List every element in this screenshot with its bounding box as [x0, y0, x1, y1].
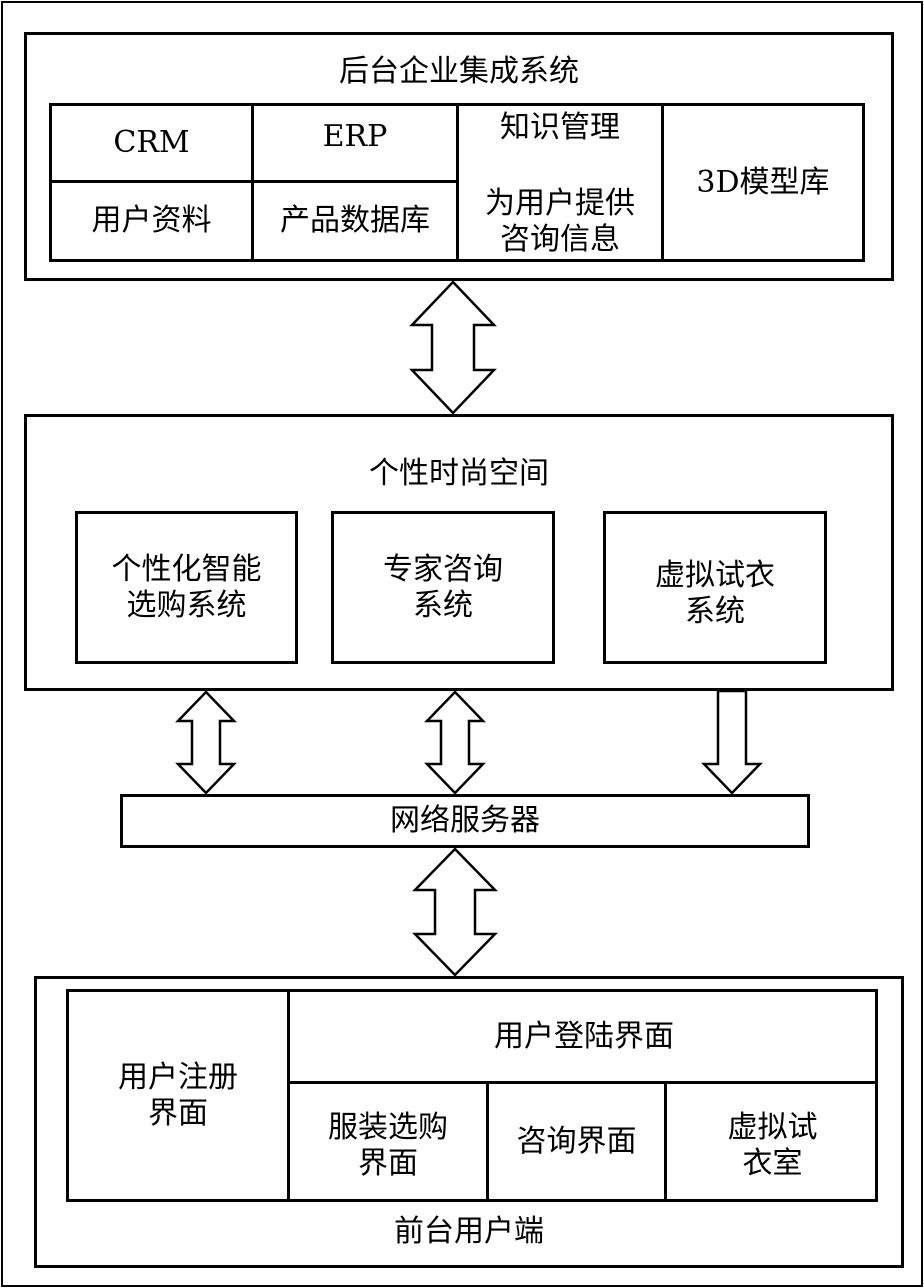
- frontend-box: [34, 976, 904, 1268]
- network-server-label: 网络服务器: [390, 803, 540, 839]
- expert-consult-system-box: [331, 511, 555, 664]
- backend-title: 后台企业集成系统: [339, 54, 579, 89]
- 3d-model-library-cell: 3D模型库: [696, 164, 830, 200]
- shopping-interface-label: 服装选购 界面: [328, 1110, 448, 1181]
- network-server-box: [120, 794, 810, 848]
- grid-divider: [49, 180, 458, 183]
- grid-divider: [486, 1081, 489, 1202]
- down-arrow-icon: [701, 689, 763, 795]
- grid-divider: [661, 103, 664, 262]
- double-arrow-icon: [175, 690, 237, 795]
- fashion-space-title: 个性时尚空间: [369, 456, 549, 491]
- fitting-room-label: 虚拟试 衣室: [727, 1110, 818, 1181]
- consult-interface-label: 咨询界面: [516, 1123, 637, 1159]
- login-interface-label: 用户登陆界面: [494, 1018, 674, 1054]
- erp-cell: ERP: [322, 119, 388, 155]
- consult-info-cell: 为用户提供 咨询信息: [485, 186, 635, 257]
- smart-shopping-system-box: [75, 511, 298, 664]
- user-profile-cell: 用户资料: [91, 203, 212, 239]
- crm-cell: CRM: [113, 125, 190, 161]
- virtual-fitting-system-label: 虚拟试衣 系统: [655, 558, 775, 629]
- register-interface-label: 用户注册 界面: [118, 1060, 238, 1131]
- virtual-fitting-system-box: [603, 511, 827, 664]
- backend-system-box: [24, 32, 894, 281]
- frontend-title: 前台用户端: [394, 1214, 544, 1249]
- double-arrow-icon: [409, 280, 497, 415]
- grid-divider: [287, 989, 290, 1202]
- expert-consult-system-label: 专家咨询 系统: [383, 552, 503, 623]
- grid-divider: [287, 1081, 878, 1084]
- knowledge-management-cell: 知识管理: [500, 110, 620, 145]
- product-db-cell: 产品数据库: [280, 203, 430, 239]
- grid-divider: [664, 1081, 667, 1202]
- smart-shopping-system-label: 个性化智能 选购系统: [111, 552, 262, 623]
- double-arrow-icon: [424, 690, 486, 795]
- frontend-grid: [66, 989, 878, 1202]
- double-arrow-icon: [412, 847, 498, 977]
